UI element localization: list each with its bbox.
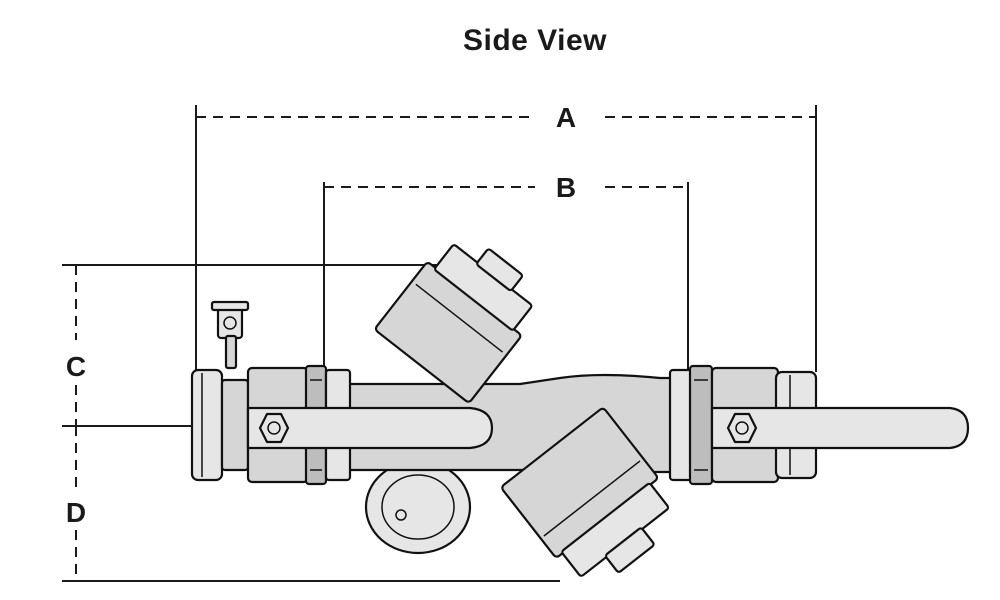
diagram-title: Side View xyxy=(462,24,607,57)
lower-check-module xyxy=(501,407,670,577)
dimension-d-label: D xyxy=(66,497,86,528)
dimension-a: A xyxy=(195,102,817,372)
right-flange xyxy=(668,364,714,486)
left-shutoff-handle xyxy=(246,406,494,450)
dimension-b-label: B xyxy=(556,172,576,203)
dimension-b: B xyxy=(323,172,689,372)
backflow-valve-assembly xyxy=(190,244,970,577)
dimension-d: D xyxy=(62,426,560,582)
test-cock-valve xyxy=(210,300,250,370)
lower-cover-plate xyxy=(364,459,472,555)
right-shutoff-handle xyxy=(710,406,970,450)
dimension-c: C xyxy=(62,264,470,427)
dimension-c-label: C xyxy=(66,351,86,382)
dimension-a-label: A xyxy=(556,102,576,133)
upper-check-module xyxy=(374,244,533,403)
